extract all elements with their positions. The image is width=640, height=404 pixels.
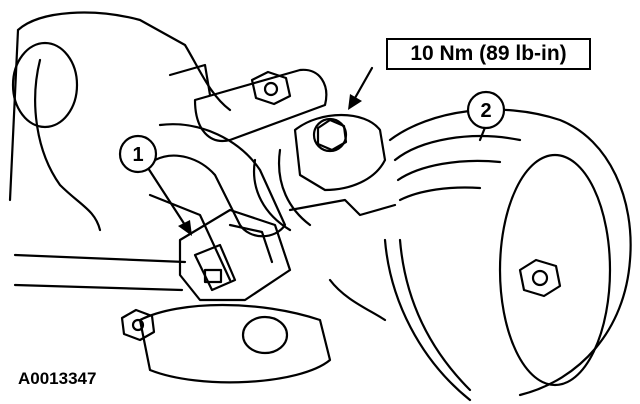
hex-bolt-top: [250, 70, 292, 106]
hex-bolt-bottom: [120, 308, 156, 342]
upper-housing: [193, 68, 328, 143]
lower-bore: [241, 315, 289, 355]
callout-2-leader: [353, 66, 374, 100]
engine-block-outline: [8, 11, 232, 232]
callout-1-arrowhead: [178, 220, 192, 236]
sensor-lead: [252, 148, 312, 232]
electrical-connector: [178, 208, 292, 302]
figure-id: A0013347: [18, 369, 97, 388]
housing-rib: [168, 63, 212, 97]
callout-1: 1: [118, 134, 158, 174]
harness-wire: [13, 253, 187, 292]
callout-1-number: 1: [132, 144, 143, 166]
pulley: [383, 108, 632, 402]
mounting-bracket: [153, 123, 287, 238]
sensor-mount: [293, 114, 387, 192]
hex-bolt-right: [518, 258, 562, 298]
bracket-edge: [148, 193, 232, 282]
lower-housing: [138, 303, 332, 384]
engine-boss-left: [11, 41, 79, 129]
callout-2: 2: [466, 90, 506, 130]
belt-guide: [288, 198, 397, 322]
callout-2-number: 2: [480, 100, 491, 122]
torque-spec-label: 10 Nm (89 lb-in): [386, 38, 591, 70]
callout-1-leader: [146, 166, 187, 227]
callout-2-arrowhead: [348, 94, 362, 110]
